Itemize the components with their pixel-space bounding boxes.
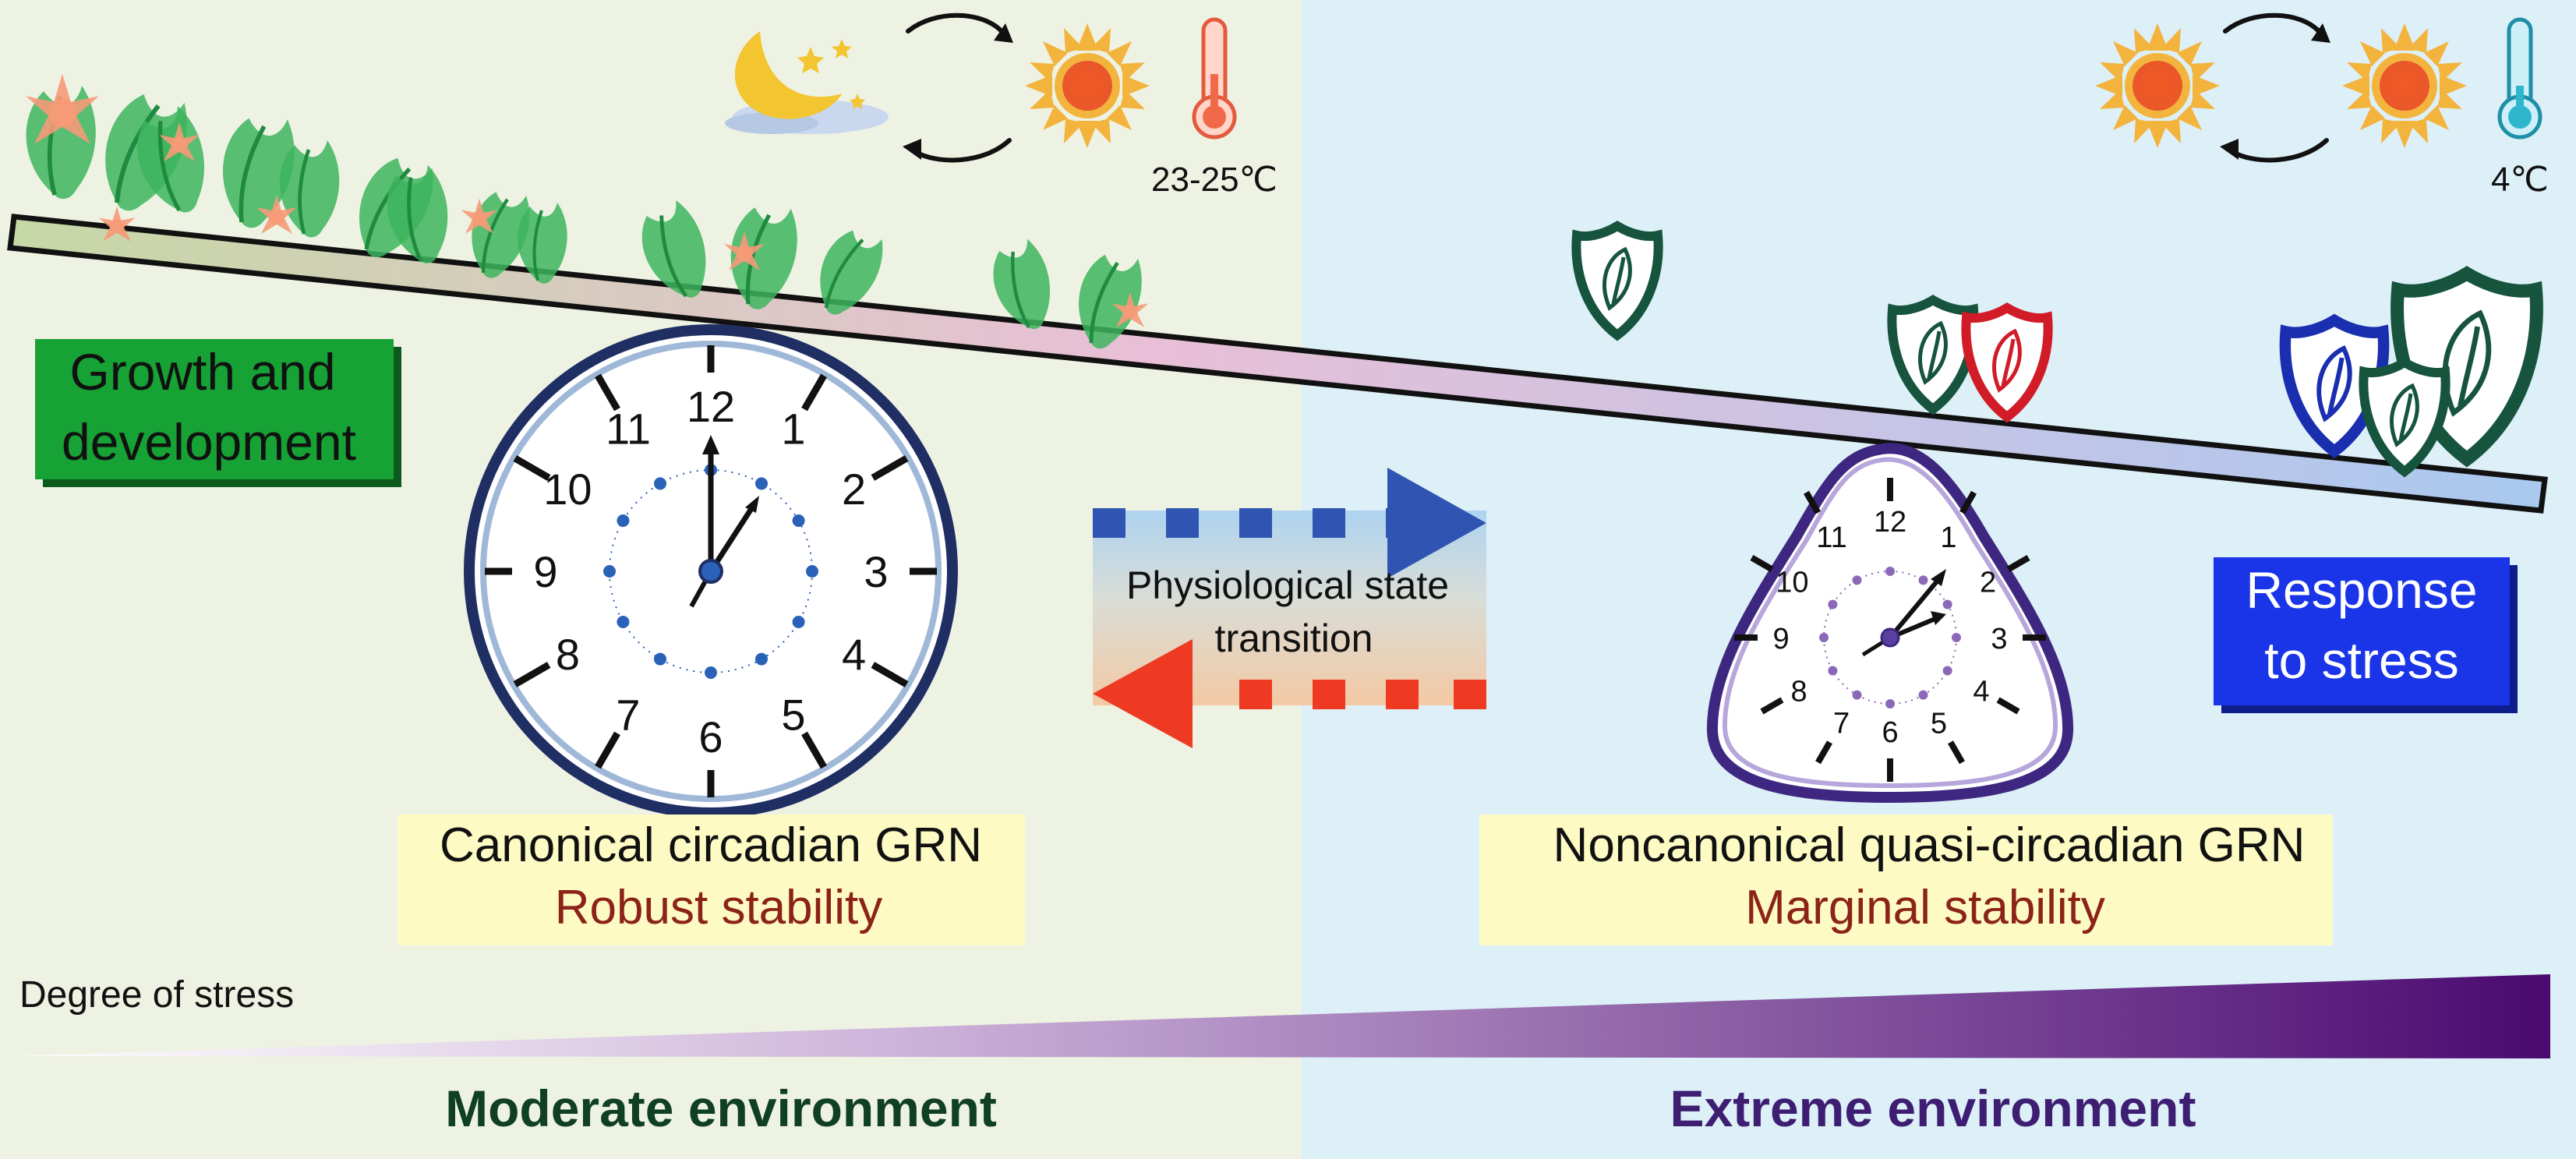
- clock-numeral: 11: [606, 404, 651, 453]
- clock-numeral: 7: [616, 691, 640, 740]
- clock-dot: [654, 477, 666, 490]
- clock-tick: [1815, 740, 1832, 765]
- cycle-arrows-icon-right: [2220, 12, 2330, 163]
- clock-tick: [513, 662, 551, 687]
- clock-numeral: 3: [1991, 623, 2007, 655]
- transition-label-line2: transition: [1215, 617, 1373, 660]
- stress-gradient-wedge: [16, 974, 2550, 1058]
- clock-dot: [1942, 666, 1952, 676]
- clock-tick: [2006, 555, 2030, 572]
- clock-tick: [1750, 555, 1774, 572]
- stress-label-line2: to stress: [2264, 631, 2458, 689]
- sun-icon-left: [2095, 23, 2220, 148]
- clock-dot: [1918, 690, 1928, 700]
- clock-numeral: 1: [781, 404, 805, 453]
- clock-numeral: 12: [687, 382, 735, 431]
- growth-and-development-box: Growth and development: [35, 339, 401, 487]
- clock-numeral: 6: [698, 712, 723, 761]
- clock-numeral: 7: [1833, 707, 1850, 740]
- growth-label-line2: development: [62, 413, 356, 471]
- moderate-environment-label: Moderate environment: [445, 1079, 997, 1137]
- clock-tick: [801, 731, 827, 769]
- canonical-title: Canonical circadian GRN: [440, 818, 982, 872]
- state-transition-arrows: Physiological state transition: [1093, 468, 1486, 748]
- clock-dot: [1885, 567, 1895, 576]
- temperature-extreme: 4℃: [2491, 161, 2549, 199]
- canonical-stability: Robust stability: [555, 881, 882, 935]
- clock-numeral: 12: [1874, 506, 1906, 539]
- clock-numeral: 10: [543, 465, 592, 514]
- clock-dot: [705, 666, 717, 679]
- clock-dot: [755, 477, 768, 490]
- clock-tick: [513, 455, 551, 481]
- clock-tick: [1959, 490, 1977, 514]
- clock-numeral: 10: [1776, 567, 1808, 599]
- clock-dot: [1942, 599, 1952, 610]
- stress-label-line1: Response: [2246, 561, 2477, 619]
- noncanonical-stability: Marginal stability: [1745, 881, 2105, 935]
- cycle-arrows-icon: [903, 12, 1013, 163]
- clock-numeral: 1: [1940, 521, 1956, 554]
- clock-numeral: 8: [556, 630, 580, 679]
- clock-dot: [1852, 690, 1862, 700]
- clock-numeral: 6: [1882, 716, 1898, 749]
- canonical-label-box: Canonical circadian GRN Robust stability: [398, 814, 1025, 945]
- canonical-clock-icon: 12 12 3 45 6 78 9 10 11: [464, 324, 958, 818]
- clock-dot: [1918, 575, 1928, 585]
- clock-tick: [871, 455, 909, 481]
- moon-icon: [725, 31, 889, 134]
- clock-tick: [1760, 697, 1784, 715]
- clock-numeral: 11: [1816, 521, 1846, 554]
- clock-dot: [617, 514, 630, 527]
- clock-tick: [871, 662, 909, 687]
- temperature-moderate: 23-25℃: [1151, 161, 1277, 199]
- clock-numeral: 3: [864, 547, 888, 596]
- thermometer-icon-cold: [2497, 17, 2542, 140]
- clock-dot: [806, 565, 818, 578]
- noncanonical-title: Noncanonical quasi-circadian GRN: [1553, 818, 2306, 872]
- clock-numeral: 9: [1772, 623, 1789, 655]
- clock-tick: [1804, 490, 1821, 514]
- clock-numeral: 2: [842, 465, 866, 514]
- balance-beam: [7, 214, 2548, 514]
- clock-numeral: 5: [1931, 707, 1947, 740]
- clock-dot: [1828, 666, 1838, 676]
- clock-dot: [792, 514, 805, 527]
- clock-numeral: 2: [1980, 567, 1996, 599]
- clock-dot: [792, 616, 805, 628]
- clock-tick: [1948, 740, 1965, 765]
- clock-numeral: 4: [1973, 676, 1989, 708]
- clock-tick: [595, 731, 620, 769]
- degree-of-stress-label: Degree of stress: [19, 974, 294, 1016]
- sun-icon-right: [2342, 23, 2467, 148]
- clock-numeral: 9: [533, 547, 557, 596]
- clock-numeral: 8: [1791, 676, 1807, 708]
- clock-dot: [617, 616, 630, 628]
- clock-dot: [1952, 633, 1961, 642]
- response-to-stress-box: Response to stress: [2214, 557, 2518, 713]
- thermometer-icon: [1192, 17, 1237, 140]
- clock-tick: [801, 373, 827, 412]
- extreme-environment-label: Extreme environment: [1670, 1079, 2196, 1137]
- clock-numeral: 5: [781, 691, 805, 740]
- transition-label-line1: Physiological state: [1126, 564, 1449, 607]
- clock-dot: [1852, 575, 1862, 585]
- shield-leaf-icon: [1571, 221, 2543, 478]
- clock-dot: [1828, 599, 1838, 610]
- clock-dot: [603, 565, 616, 578]
- clock-tick: [1996, 697, 2020, 715]
- clock-tick: [595, 373, 620, 412]
- clock-dot: [1885, 699, 1895, 708]
- growth-label-line1: Growth and: [69, 343, 335, 401]
- clock-dot: [1819, 633, 1829, 642]
- clock-dot: [755, 652, 768, 666]
- clock-dot: [654, 652, 666, 666]
- clock-numeral: 4: [842, 630, 866, 679]
- sun-icon: [1025, 23, 1150, 148]
- noncanonical-label-box: Noncanonical quasi-circadian GRN Margina…: [1479, 814, 2333, 945]
